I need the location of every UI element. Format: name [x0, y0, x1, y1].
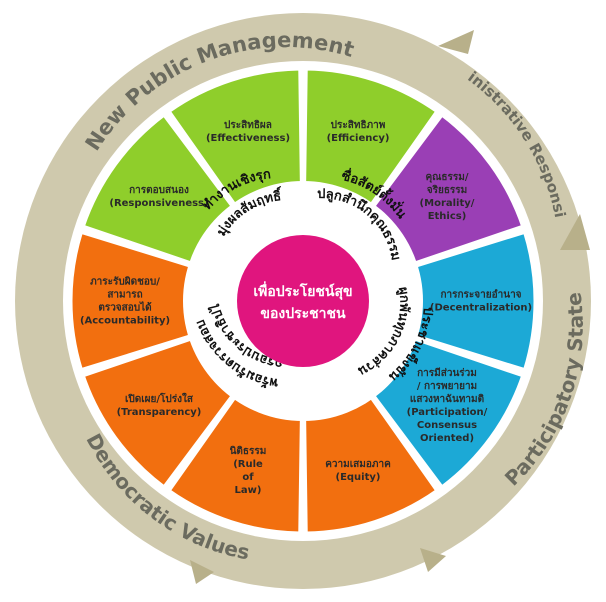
segment-label-2: คุณธรรม/จริยธรรม(Morality/Ethics) — [420, 172, 475, 222]
segment-label-5: ความเสมอภาค(Equity) — [325, 459, 391, 483]
segment-label-9: การตอบสนอง(Responsiveness) — [109, 185, 208, 209]
arrow-top-right — [438, 30, 474, 54]
arrow-bottom-right — [420, 548, 446, 572]
segment-label-4: การมีส่วนร่วม/ การพยายามแสวงหาฉันทามติ(P… — [407, 367, 488, 444]
arrow-right — [560, 214, 590, 250]
segment-group: ประสิทธิภาพ(Efficiency) คุณธรรม/จริยธรรม(… — [69, 67, 537, 535]
center-text-line1: เพื่อประโยชน์สุข — [253, 281, 352, 300]
center-circle — [237, 235, 369, 367]
arrow-bottom-left — [190, 560, 214, 584]
segment-label-1: ประสิทธิภาพ(Efficiency) — [327, 119, 390, 144]
segment-label-3: การกระจายอำนาจ(Decentralization) — [430, 289, 532, 314]
segment-label-8: ภาระรับผิดชอบ/สามารถตรวจสอบได้(Accountab… — [80, 276, 170, 327]
segment-label-10: ประสิทธิผล(Effectiveness) — [206, 119, 290, 144]
segment-label-7: เปิดเผย/โปร่งใส(Transparency) — [117, 392, 202, 418]
center-text-line2: ของประชาชน — [260, 306, 346, 322]
